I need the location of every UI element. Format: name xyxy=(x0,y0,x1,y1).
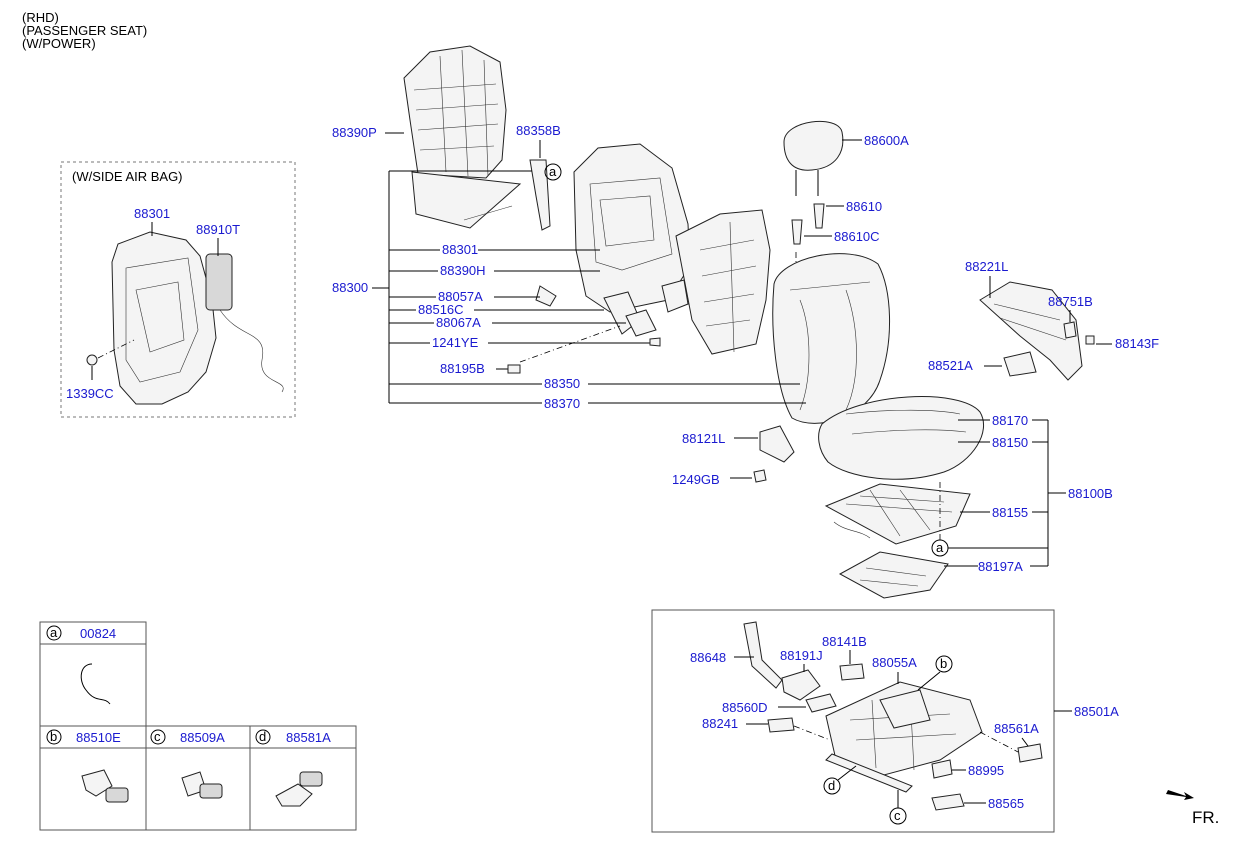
legend-letter-b: b xyxy=(50,729,57,744)
cover-88560D-illustration xyxy=(805,693,837,713)
label-88521A: 88521A xyxy=(928,358,973,373)
label-88751B: 88751B xyxy=(1048,294,1093,309)
label-88301-airbag: 88301 xyxy=(134,206,170,221)
label-88501A: 88501A xyxy=(1074,704,1119,719)
airbag-backrest-frame-illustration xyxy=(86,231,284,405)
legend-part-88581A: 88581A xyxy=(286,730,331,745)
seatback-cushion-illustration xyxy=(772,253,890,424)
airbag-box-title: (W/SIDE AIR BAG) xyxy=(72,169,183,184)
motor-88581A-illustration xyxy=(275,771,323,807)
label-88910T: 88910T xyxy=(196,222,240,237)
bracket-88358B-illustration xyxy=(529,159,551,231)
label-88221L: 88221L xyxy=(965,259,1008,274)
label-88301: 88301 xyxy=(442,242,478,257)
side-shield-illustration xyxy=(979,281,1095,381)
cover-88241-illustration xyxy=(767,717,795,733)
label-88055A: 88055A xyxy=(872,655,917,670)
motor-cable-88648-illustration xyxy=(743,621,783,689)
label-88648: 88648 xyxy=(690,650,726,665)
airbag-box-frame xyxy=(60,161,296,418)
callout-a-top xyxy=(544,163,562,181)
legend-letter-c: c xyxy=(154,729,161,744)
plate-88197A-illustration xyxy=(838,551,949,599)
callout-d-track xyxy=(823,777,841,795)
legend-callout-b xyxy=(46,729,62,745)
label-88100B: 88100B xyxy=(1068,486,1113,501)
label-88350: 88350 xyxy=(544,376,580,391)
label-88141B: 88141B xyxy=(822,634,867,649)
label-88516C: 88516C xyxy=(418,302,464,317)
label-88995: 88995 xyxy=(968,763,1004,778)
motor-88509A-illustration xyxy=(181,771,223,799)
seat-track-box xyxy=(651,609,1055,833)
label-88300: 88300 xyxy=(332,280,368,295)
callout-d-track-letter: d xyxy=(828,778,835,793)
motor-88191J-illustration xyxy=(781,669,821,701)
legend-letter-d: d xyxy=(259,729,266,744)
label-1249GB: 1249GB xyxy=(672,472,720,487)
seatback-rear-cover-illustration xyxy=(403,45,522,229)
label-88370: 88370 xyxy=(544,396,580,411)
label-88560D: 88560D xyxy=(722,700,768,715)
front-arrow-icon xyxy=(1166,790,1194,800)
motor-88510E-illustration xyxy=(81,769,129,803)
label-88197A: 88197A xyxy=(978,559,1023,574)
cover-88141B-illustration xyxy=(839,663,865,681)
headrest-illustration xyxy=(783,120,844,272)
legend-callout-d xyxy=(255,729,271,745)
cover-88995-illustration xyxy=(931,759,953,779)
label-88067A: 88067A xyxy=(436,315,481,330)
label-88170: 88170 xyxy=(992,413,1028,428)
label-88143F: 88143F xyxy=(1115,336,1159,351)
header-rhd: (RHD) xyxy=(22,10,59,25)
clip-00824-illustration xyxy=(80,663,111,705)
backrest-mat-illustration xyxy=(675,209,771,355)
label-88150: 88150 xyxy=(992,435,1028,450)
label-88191J: 88191J xyxy=(780,648,823,663)
label-88600A: 88600A xyxy=(864,133,909,148)
cover-88561A-illustration xyxy=(1017,743,1043,763)
seat-cushion-illustration xyxy=(818,396,985,480)
label-88565: 88565 xyxy=(988,796,1024,811)
legend-letter-a: a xyxy=(50,625,58,640)
callout-b-track-letter: b xyxy=(940,656,947,671)
label-88390P: 88390P xyxy=(332,125,377,140)
label-88195B: 88195B xyxy=(440,361,485,376)
label-88057A: 88057A xyxy=(438,289,483,304)
label-88561A: 88561A xyxy=(994,721,1039,736)
label-1339CC: 1339CC xyxy=(66,386,114,401)
label-88241: 88241 xyxy=(702,716,738,731)
label-1241YE: 1241YE xyxy=(432,335,479,350)
heater-mat-illustration xyxy=(824,483,971,545)
front-label: FR. xyxy=(1192,808,1219,827)
label-88390H: 88390H xyxy=(440,263,486,278)
legend-part-88510E: 88510E xyxy=(76,730,121,745)
legend-part-88509A: 88509A xyxy=(180,730,225,745)
backrest-frame-illustration xyxy=(519,143,691,363)
callout-c-track-letter: c xyxy=(894,808,901,823)
label-88155: 88155 xyxy=(992,505,1028,520)
callout-a-top-letter: a xyxy=(549,164,557,179)
label-88610C: 88610C xyxy=(834,229,880,244)
header-passenger-seat: (PASSENGER SEAT) xyxy=(22,23,148,38)
callout-a-mid-letter: a xyxy=(936,540,944,555)
callout-b-track xyxy=(935,655,953,673)
legend-callout-a xyxy=(46,625,62,641)
label-88358B: 88358B xyxy=(516,123,561,138)
label-88121L: 88121L xyxy=(682,431,725,446)
legend-callout-c xyxy=(150,729,166,745)
label-88610: 88610 xyxy=(846,199,882,214)
legend-part-00824: 00824 xyxy=(80,626,116,641)
legend-table xyxy=(39,621,357,831)
trim-88121L-illustration xyxy=(753,425,795,483)
header-power: (W/POWER) xyxy=(22,36,96,51)
seat-track-illustration xyxy=(825,681,983,793)
cover-88565-illustration xyxy=(931,793,965,811)
